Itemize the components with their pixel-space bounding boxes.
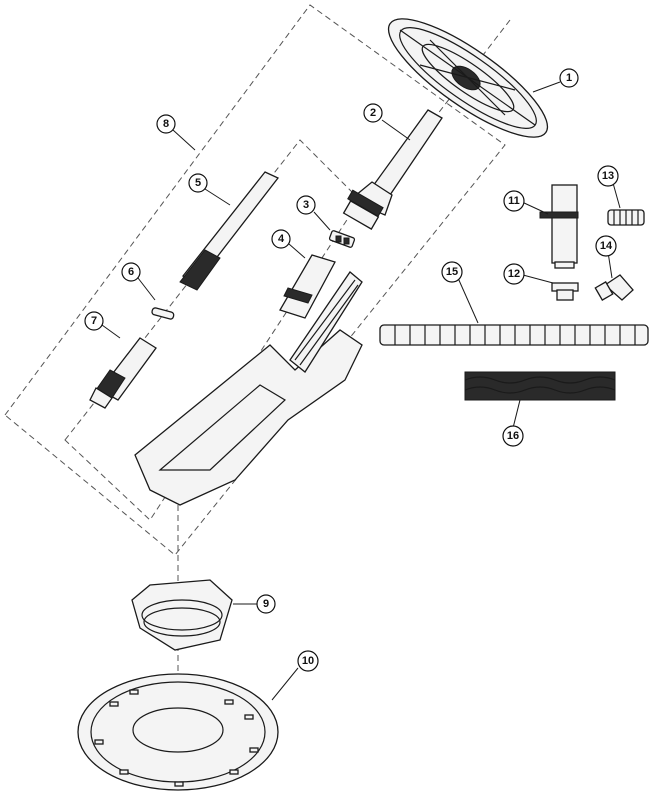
callout-12-label: 12 — [508, 268, 520, 280]
leader-8 — [172, 129, 196, 151]
foot-pad-part — [131, 579, 233, 651]
leader-12 — [522, 274, 554, 284]
group-outline-outer — [4, 4, 506, 556]
callout-8: 8 — [156, 114, 176, 134]
swivel-tube-part — [342, 109, 443, 230]
callout-13: 13 — [597, 165, 619, 187]
callout-16: 16 — [502, 425, 524, 447]
leader-2 — [381, 119, 411, 141]
callout-14-label: 14 — [600, 240, 613, 252]
leader-14 — [607, 251, 613, 279]
elbow-part — [594, 274, 634, 301]
callout-9-label: 9 — [263, 598, 269, 610]
leader-1 — [532, 81, 561, 93]
callout-3-label: 3 — [303, 199, 309, 211]
hose-weight-part — [464, 371, 616, 401]
disc-part — [387, 18, 549, 138]
leader-5 — [204, 188, 231, 206]
hose-section-part — [607, 209, 645, 226]
callout-12: 12 — [503, 263, 525, 285]
callout-11: 11 — [503, 190, 525, 212]
callout-9: 9 — [256, 594, 276, 614]
callout-6-label: 6 — [128, 266, 134, 278]
leader-11 — [521, 201, 549, 215]
leader-15 — [457, 277, 479, 324]
callout-4-label: 4 — [278, 233, 285, 245]
callout-1-label: 1 — [566, 72, 572, 84]
callout-10-label: 10 — [302, 655, 314, 667]
callout-5-label: 5 — [195, 177, 201, 189]
callout-5: 5 — [188, 173, 208, 193]
callout-4: 4 — [271, 229, 291, 249]
leader-6 — [137, 277, 156, 301]
leader-7 — [101, 324, 121, 339]
main-body-part — [134, 271, 363, 506]
valve-part — [539, 184, 579, 269]
leader-13 — [612, 182, 621, 209]
adapter-part — [551, 282, 579, 301]
handle-part — [89, 337, 157, 409]
callout-15-label: 15 — [446, 266, 458, 278]
callout-15: 15 — [441, 261, 463, 283]
callout-10: 10 — [297, 650, 319, 672]
callout-13-label: 13 — [602, 170, 614, 182]
callout-7: 7 — [84, 311, 104, 331]
callout-7-label: 7 — [91, 315, 97, 327]
callout-3: 3 — [296, 195, 316, 215]
o-ring-part — [151, 307, 175, 320]
leader-10 — [271, 667, 299, 701]
base-disc-part — [77, 673, 279, 791]
callout-6: 6 — [121, 262, 141, 282]
leader-4 — [288, 243, 306, 259]
hose-part — [379, 324, 649, 346]
leader-3 — [313, 211, 331, 231]
callout-1: 1 — [559, 68, 579, 88]
leader-16 — [512, 399, 521, 429]
clip-part — [328, 230, 356, 248]
callout-11-label: 11 — [508, 195, 520, 207]
callout-2: 2 — [363, 103, 383, 123]
callout-8-label: 8 — [163, 118, 169, 130]
callout-14: 14 — [595, 235, 617, 257]
callout-16-label: 16 — [507, 430, 519, 442]
callout-2-label: 2 — [370, 107, 376, 119]
connector-part — [279, 254, 336, 319]
tube-part — [179, 171, 280, 291]
